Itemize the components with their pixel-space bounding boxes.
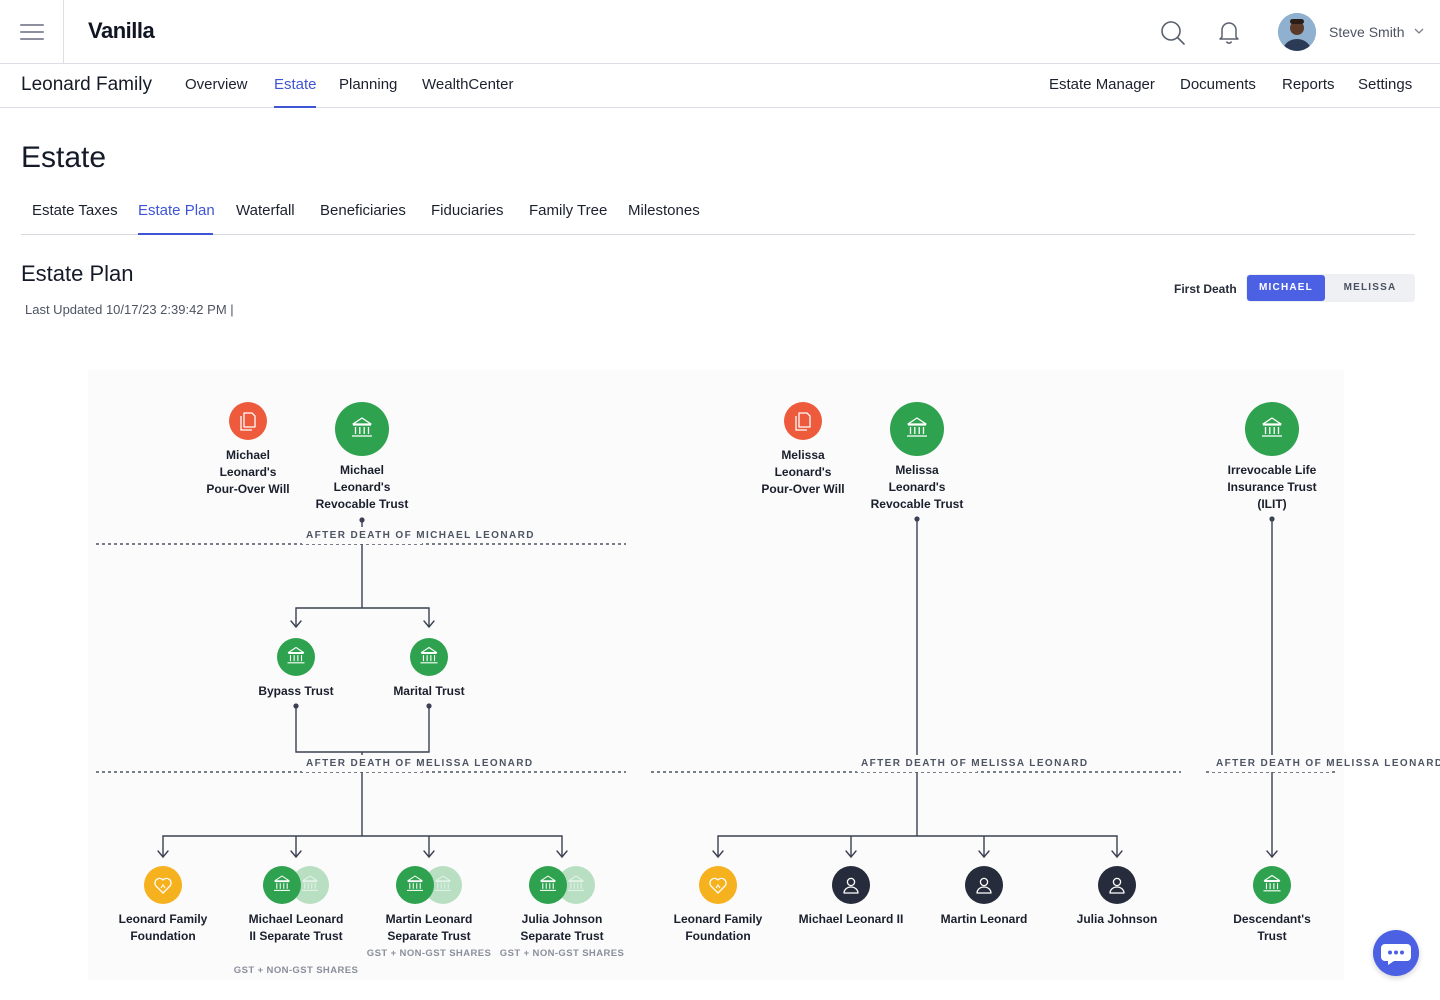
foundation-2-label: Leonard Family Foundation <box>673 912 763 943</box>
active-tab-indicator <box>138 233 213 235</box>
martin-trust-sub: GST + NON-GST SHARES <box>366 948 492 959</box>
page-title: Estate <box>21 141 107 174</box>
chat-bubble-icon <box>1381 944 1411 965</box>
tab-fiduciaries[interactable]: Fiduciaries <box>431 202 504 219</box>
first-death-melissa-button[interactable]: MELISSA <box>1343 282 1397 293</box>
first-death-michael-button[interactable]: MICHAEL <box>1247 275 1325 301</box>
julia-trust-sub: GST + NON-GST SHARES <box>499 948 625 959</box>
notification-bell-icon[interactable] <box>1217 19 1241 45</box>
melissa-trust-node[interactable] <box>890 402 944 456</box>
section-title: Estate Plan <box>21 261 134 286</box>
tab-beneficiaries[interactable]: Beneficiaries <box>320 202 406 219</box>
nav-reports[interactable]: Reports <box>1282 76 1335 93</box>
julia-person-node[interactable] <box>1098 866 1136 904</box>
user-avatar[interactable] <box>1278 13 1316 51</box>
foundation-1-node[interactable] <box>144 866 182 904</box>
chat-support-button[interactable] <box>1373 930 1419 976</box>
nav-estate[interactable]: Estate <box>274 76 317 93</box>
martin-trust-label: Martin Leonard Separate Trust <box>385 912 473 943</box>
tab-family-tree[interactable]: Family Tree <box>529 202 608 219</box>
client-name: Leonard Family <box>21 74 152 95</box>
divider-after-melissa-2: AFTER DEATH OF MELISSA LEONARD <box>857 755 1087 772</box>
melissa-will-node[interactable] <box>784 402 822 440</box>
melissa-trust-label: Melissa Leonard's Revocable Trust <box>870 463 964 511</box>
tabs-divider <box>21 234 1415 235</box>
active-nav-indicator <box>274 106 316 108</box>
nav-overview[interactable]: Overview <box>185 76 248 93</box>
client-nav-bar: Leonard Family Overview Estate Planning … <box>0 64 1440 108</box>
mlii-trust-label: Michael Leonard II Separate Trust <box>248 912 344 943</box>
michael-will-label: Michael Leonard's Pour-Over Will <box>206 448 290 496</box>
michael-will-node[interactable] <box>229 402 267 440</box>
divider-after-michael: AFTER DEATH OF MICHAEL LEONARD <box>302 527 533 544</box>
tab-waterfall[interactable]: Waterfall <box>236 202 295 219</box>
descendants-trust-label: Descendant's Trust <box>1233 912 1311 943</box>
nav-wealthcenter[interactable]: WealthCenter <box>422 76 514 93</box>
melissa-will-label: Melissa Leonard's Pour-Over Will <box>761 448 845 496</box>
martin-person-node[interactable] <box>965 866 1003 904</box>
tab-estate-taxes[interactable]: Estate Taxes <box>32 202 118 219</box>
mlii-trust-node[interactable] <box>263 866 329 904</box>
ilit-label: Irrevocable Life Insurance Trust (ILIT) <box>1227 463 1317 511</box>
martin-trust-node[interactable] <box>396 866 462 904</box>
julia-trust-node[interactable] <box>529 866 595 904</box>
last-updated-text: Last Updated 10/17/23 2:39:42 PM | <box>25 302 234 317</box>
first-death-label: First Death <box>1174 282 1237 296</box>
search-icon[interactable] <box>1160 20 1186 46</box>
marital-trust-node[interactable] <box>410 638 448 676</box>
marital-trust-label: Marital Trust <box>393 684 465 698</box>
top-app-bar: Vanilla Steve Smith <box>0 0 1440 64</box>
mlii-person-node[interactable] <box>832 866 870 904</box>
mlii-trust-sub: GST + NON-GST SHARES <box>233 965 359 976</box>
foundation-2-node[interactable] <box>699 866 737 904</box>
tab-milestones[interactable]: Milestones <box>628 202 700 219</box>
nav-estate-manager[interactable]: Estate Manager <box>1049 76 1155 93</box>
michael-trust-node[interactable] <box>335 402 389 456</box>
michael-trust-label: Michael Leonard's Revocable Trust <box>315 463 409 511</box>
first-death-toggle: MICHAEL MELISSA <box>1246 274 1415 302</box>
user-name[interactable]: Steve Smith <box>1329 24 1405 40</box>
chevron-down-icon[interactable] <box>1413 25 1425 37</box>
ilit-node[interactable] <box>1245 402 1299 456</box>
divider-after-melissa-3: AFTER DEATH OF MELISSA LEONARD <box>1212 755 1440 772</box>
foundation-1-label: Leonard Family Foundation <box>118 912 208 943</box>
mlii-person-label: Michael Leonard II <box>798 912 904 926</box>
hamburger-menu-icon[interactable] <box>0 0 64 64</box>
nav-planning[interactable]: Planning <box>339 76 398 93</box>
nav-documents[interactable]: Documents <box>1180 76 1256 93</box>
martin-person-label: Martin Leonard <box>940 912 1028 926</box>
julia-person-label: Julia Johnson <box>1076 912 1158 926</box>
nav-settings[interactable]: Settings <box>1358 76 1413 93</box>
descendants-trust-node[interactable] <box>1253 866 1291 904</box>
julia-trust-label: Julia Johnson Separate Trust <box>520 912 604 943</box>
app-logo[interactable]: Vanilla <box>88 18 155 43</box>
bypass-trust-label: Bypass Trust <box>258 684 334 698</box>
divider-after-melissa-1: AFTER DEATH OF MELISSA LEONARD <box>302 755 532 772</box>
tab-estate-plan[interactable]: Estate Plan <box>138 202 215 219</box>
bypass-trust-node[interactable] <box>277 638 315 676</box>
